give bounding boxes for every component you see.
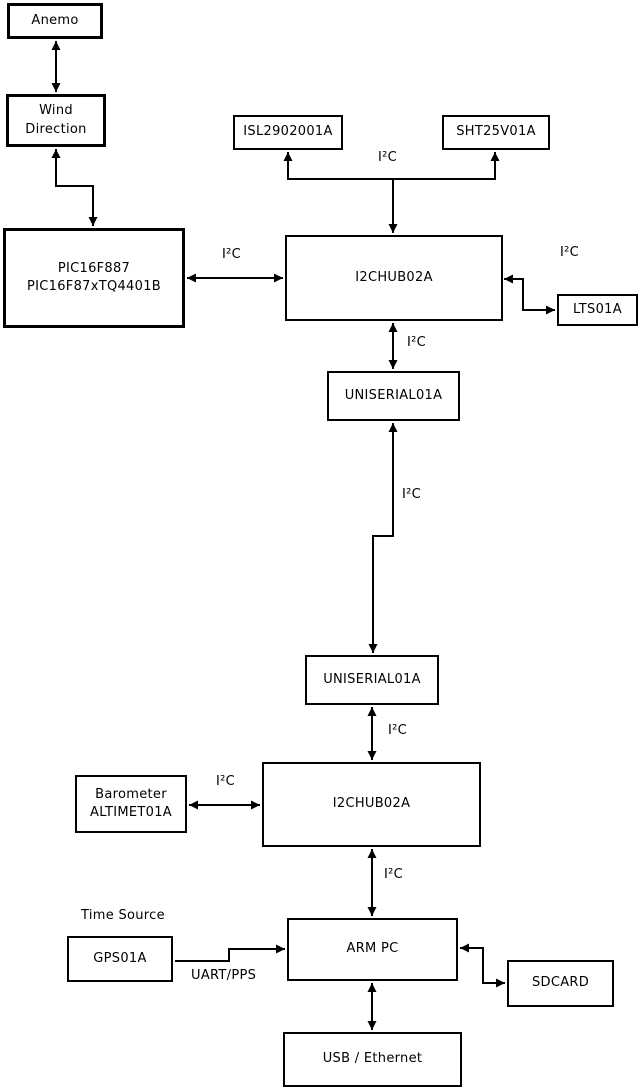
node-wind-direction: Wind Direction (6, 94, 106, 147)
node-barometer-altimet01a: Barometer ALTIMET01A (75, 775, 187, 833)
node-gps01a: GPS01A (67, 936, 173, 982)
node-anemo-label: Anemo (31, 12, 79, 28)
edge-gps-armpc (175, 944, 285, 962)
node-usb-ethernet-label: USB / Ethernet (322, 1051, 423, 1067)
edge-label-i2c-pic-hub1: I²C (222, 247, 242, 262)
edge-label-i2c-hub1-lts: I²C (560, 245, 580, 260)
node-i2chub02a-1: I2CHUB02A (285, 235, 503, 321)
node-uniserial01a-2: UNISERIAL01A (305, 655, 439, 705)
label-time-source: Time Source (81, 908, 165, 923)
edge-hub1-lts (504, 274, 555, 315)
node-uniserial01a-1-label: UNISERIAL01A (344, 387, 443, 403)
edge-label-i2c-hub1-uniserial1: I²C (407, 335, 427, 350)
node-gps01a-label: GPS01A (93, 950, 147, 966)
node-arm-pc: ARM PC (287, 918, 458, 981)
node-pic16f887: PIC16F887 PIC16F87xTQ4401B (3, 228, 185, 328)
node-anemo: Anemo (7, 3, 103, 39)
node-sdcard-label: SDCARD (531, 975, 590, 991)
node-uniserial01a-1: UNISERIAL01A (327, 371, 460, 421)
node-isl2902001a: ISL2902001A (233, 115, 343, 150)
node-uniserial01a-2-label: UNISERIAL01A (323, 671, 421, 687)
node-i2chub02a-1-label: I2CHUB02A (355, 269, 433, 285)
edge-label-i2c-uniserial-link: I²C (402, 487, 422, 502)
edge-label-i2c-barometer-hub2: I²C (216, 774, 236, 789)
node-i2chub02a-2: I2CHUB02A (262, 762, 481, 847)
edge-label-i2c-uniserial2-hub2: I²C (388, 723, 408, 738)
edge-armpc-sdcard (460, 943, 505, 988)
node-sdcard: SDCARD (507, 960, 614, 1007)
edge-label-i2c-hub1-sensors: I²C (378, 150, 398, 165)
node-sht25v01a: SHT25V01A (442, 115, 550, 150)
node-sht25v01a-label: SHT25V01A (456, 124, 536, 140)
edge-branch-isl-sht (283, 152, 500, 180)
node-usb-ethernet: USB / Ethernet (283, 1032, 462, 1087)
node-wind-direction-label: Wind Direction (25, 103, 87, 137)
node-pic16f887-label: PIC16F887 PIC16F87xTQ4401B (27, 260, 161, 294)
edge-wind-pic (51, 149, 98, 226)
node-isl2902001a-label: ISL2902001A (243, 124, 333, 140)
node-lts01a-label: LTS01A (573, 301, 622, 317)
node-lts01a: LTS01A (557, 294, 638, 326)
node-arm-pc-label: ARM PC (346, 941, 399, 957)
node-i2chub02a-2-label: I2CHUB02A (332, 796, 411, 812)
node-barometer-altimet01a-label: Barometer ALTIMET01A (90, 786, 172, 820)
edge-label-i2c-hub2-armpc: I²C (384, 867, 404, 882)
edge-uniserial1-uniserial2 (368, 423, 398, 653)
edge-label-uart-pps: UART/PPS (191, 968, 257, 983)
